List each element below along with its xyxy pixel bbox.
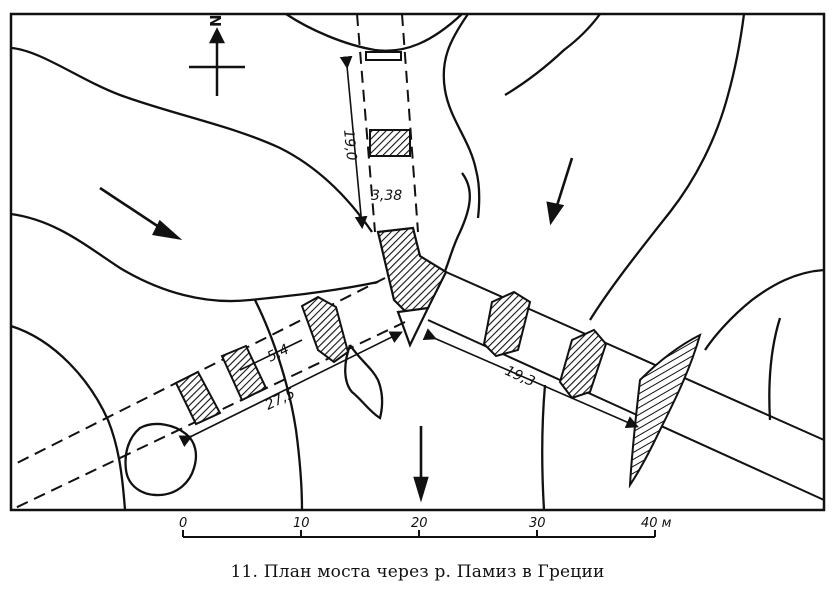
round-islet — [124, 422, 198, 497]
north-pier — [369, 129, 411, 157]
dim-label-19-0: 19,0 — [340, 129, 359, 162]
rock-outcrop — [344, 344, 384, 420]
scale-tick-40: 40 м — [641, 516, 672, 531]
central-pier — [376, 226, 448, 318]
north-label: N — [207, 14, 225, 27]
scale-tick-30: 30 — [529, 516, 546, 531]
scale-tick-20: 20 — [411, 516, 428, 531]
flow-arrow-west — [99, 186, 169, 235]
north-arrow — [189, 27, 245, 96]
south-west-bank — [10, 324, 127, 511]
southeast-bridge-deck — [427, 271, 825, 501]
sw-pier-2 — [220, 344, 268, 402]
river-bank-north-left — [10, 212, 379, 303]
scale-tick-10: 10 — [293, 516, 310, 531]
se-pier-2 — [558, 328, 608, 400]
dim-se-span — [422, 328, 639, 429]
far-east-bank — [704, 268, 825, 351]
dim-sw-span — [178, 331, 403, 447]
flow-arrows — [99, 157, 574, 503]
east-bank-center — [442, 13, 481, 219]
east-valley-right — [589, 13, 746, 321]
dimension-lines — [178, 55, 639, 447]
southeast-piers — [482, 290, 702, 489]
sw-pier-1 — [300, 295, 350, 364]
figure-caption: 11. План моста через р. Памиз в Греции — [230, 562, 605, 582]
flow-arrow-east — [553, 157, 574, 213]
central-pier-cutwater — [396, 306, 430, 348]
dim-pier-gap — [239, 339, 303, 371]
river-bank-north-top — [10, 46, 373, 233]
se-pier-1 — [482, 290, 532, 358]
dim-label-5-4: 5,4 — [265, 341, 292, 365]
south-east-bank — [541, 384, 547, 511]
scale-tick-0: 0 — [179, 516, 187, 531]
east-bank-left — [439, 172, 471, 283]
east-valley-ridge — [504, 13, 601, 96]
scale-bar — [182, 530, 656, 538]
north-abutment — [365, 51, 402, 61]
southeast-right-bank — [768, 317, 782, 421]
dim-label-3-38: 3,38 — [371, 188, 402, 204]
se-abutment — [628, 333, 702, 489]
sw-pier-3 — [174, 370, 222, 426]
map-frame — [9, 12, 826, 512]
north-bridge-deck — [356, 13, 419, 233]
upper-cove-line — [285, 13, 463, 52]
dim-north-span — [339, 55, 368, 230]
